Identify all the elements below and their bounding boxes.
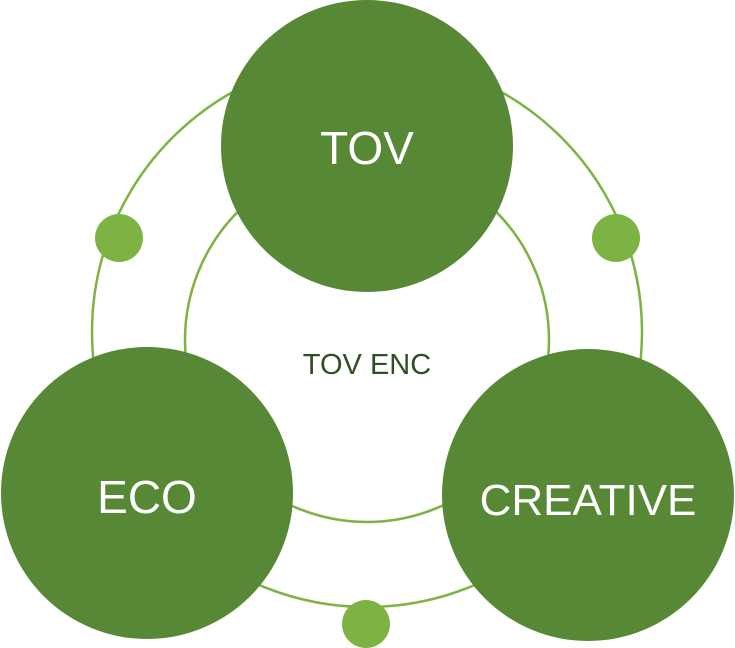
node-tov-label: TOV [320,122,414,174]
node-creative-label: CREATIVE [480,476,697,525]
connector-dot-bottom [342,600,390,648]
connector-dot-left [95,214,143,262]
connector-dot-right [592,214,640,262]
node-eco [1,347,293,639]
node-tov [221,0,513,292]
node-creative [442,349,734,641]
center-label: TOV ENC [303,349,431,381]
node-eco-label: ECO [97,471,197,523]
